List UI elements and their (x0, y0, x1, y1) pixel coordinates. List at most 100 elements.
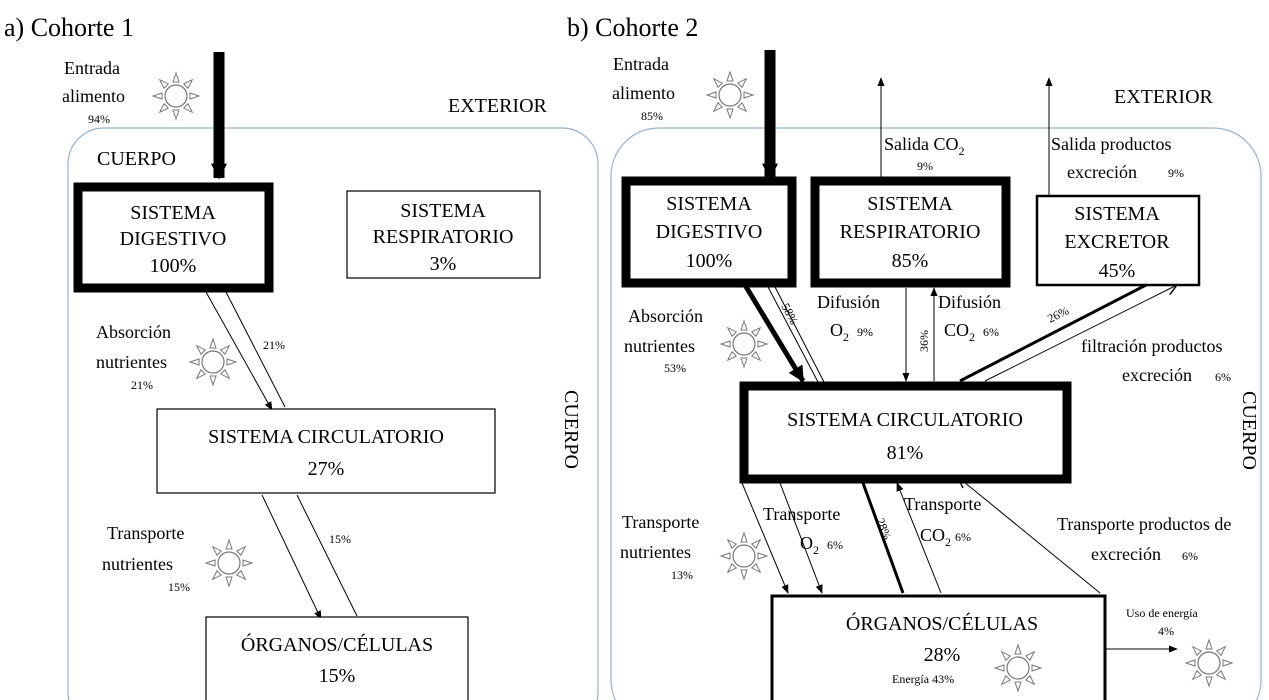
absorcion-line2: nutrientes (624, 336, 695, 356)
cuerpo-side-label: CUERPO (560, 390, 582, 469)
panel-b-label: b) Cohorte 2 (567, 13, 698, 42)
digestivo-rect (621, 176, 797, 288)
filtracion-line1: filtración productos (1081, 336, 1222, 356)
transporte-nutrientes-arrow (741, 482, 789, 594)
salida-co2-line1: Salida CO2 (884, 134, 965, 158)
organos-thick-arrow (861, 482, 905, 594)
organos-box: ÓRGANOS/CÉLULAS 28% Energía 43% (770, 594, 1107, 700)
transporte-line1: Transporte (107, 523, 184, 543)
circulatorio-line1: SISTEMA CIRCULATORIO (787, 409, 1023, 431)
sun-icon (720, 532, 768, 580)
uso-energia-line1: Uso de energía (1126, 606, 1198, 620)
respiratorio-box: SISTEMA RESPIRATORIO 85% (810, 176, 1011, 288)
circulatorio-line1: SISTEMA CIRCULATORIO (208, 426, 444, 448)
transporte-o2-arrow (779, 482, 823, 594)
absorcion-pct: 53% (664, 361, 686, 375)
digestivo-pct: 100% (686, 250, 733, 272)
digestivo-line1: SISTEMA (666, 193, 752, 215)
digestivo-line2: DIGESTIVO (656, 221, 763, 243)
uso-energia-label: Uso de energía 4% (1126, 606, 1233, 687)
body-boundary (610, 127, 1262, 700)
salida-productos-label: Salida productos excreción 9% (1051, 134, 1184, 182)
transporte-productos-line1: Transporte productos de (1057, 514, 1231, 534)
absorcion-return-line (766, 284, 819, 383)
salida-productos-pct: 9% (1168, 166, 1184, 180)
respiratorio-pct: 3% (430, 253, 457, 275)
transporte-o2-line1: Transporte (763, 504, 840, 524)
absorcion-line2: nutrientes (96, 352, 167, 372)
salida-co2-pct: 9% (917, 159, 933, 173)
organos-line1: ÓRGANOS/CÉLULAS (846, 611, 1038, 635)
cuerpo-top-label: CUERPO (97, 148, 176, 170)
absorcion-line1: Absorción (628, 306, 703, 326)
sun-icon (152, 72, 200, 120)
sun-icon (720, 320, 768, 368)
circulatorio-pct: 27% (308, 458, 345, 480)
body-boundary (67, 127, 599, 700)
excretor-pct: 45% (1099, 260, 1136, 282)
transporte-line2: nutrientes (102, 554, 173, 574)
circulatorio-box: SISTEMA CIRCULATORIO 27% (156, 408, 496, 494)
sun-icon (994, 644, 1042, 692)
transporte-co2-arrow (896, 482, 942, 594)
uso-energia-pct: 4% (1158, 624, 1174, 638)
transporte-productos-pct: 6% (1182, 549, 1198, 563)
excretor-box: SISTEMA EXCRETOR 45% (1035, 194, 1201, 287)
absorcion-return-line (225, 291, 286, 408)
difusion-co2-line1: Difusión (938, 292, 1001, 312)
sun-icon (1185, 639, 1233, 687)
excretor-rect (1035, 194, 1201, 287)
transporte-co2-line1: Transporte (904, 494, 981, 514)
absorcion-label: Absorción nutrientes 53% (624, 306, 768, 375)
entrada-pct: 94% (88, 112, 110, 126)
absorcion-arrow (742, 283, 806, 383)
respiratorio-arrow-pct: 36% (917, 330, 931, 352)
absorcion-label: Absorción nutrientes 21% (96, 322, 237, 392)
digestivo-box: SISTEMA DIGESTIVO 100% (73, 182, 274, 293)
filtracion-label: filtración productos excreción 6% (1081, 336, 1231, 385)
entrada-line1: Entrada (64, 58, 120, 78)
organos-arrow-pct: 28% (873, 516, 894, 542)
absorcion-line1: Absorción (96, 322, 171, 342)
circulatorio-box: SISTEMA CIRCULATORIO 81% (739, 381, 1072, 484)
transporte-pct: 15% (168, 580, 190, 594)
transporte-label: Transporte nutrientes 15% (102, 523, 253, 594)
digestivo-pct: 100% (150, 255, 197, 277)
excretor-thick-arrow (959, 283, 1147, 383)
digestivo-rect (73, 182, 274, 293)
excretor-arrow-pct: 26% (1045, 303, 1071, 325)
organos-line1: ÓRGANOS/CÉLULAS (241, 632, 433, 656)
exterior-label: EXTERIOR (448, 95, 548, 117)
transporte-nutrientes-line1: Transporte (622, 512, 699, 532)
sun-icon (205, 539, 253, 587)
organos-pct: 15% (319, 665, 356, 687)
respiratorio-pct: 85% (892, 250, 929, 272)
transporte-productos-arrow (958, 477, 1101, 594)
panel-b: b) Cohorte 2 EXTERIOR CUERPO Entrada ali… (567, 13, 1262, 700)
salida-productos-line1: Salida productos (1051, 134, 1171, 154)
transporte-nutrientes-label: Transporte nutrientes 13% (620, 512, 768, 582)
salida-productos-line2: excreción (1067, 162, 1137, 182)
absorcion-arrow (205, 291, 273, 411)
filtracion-arrow (984, 285, 1177, 382)
sun-icon (189, 338, 237, 386)
organos-rect (770, 594, 1107, 700)
organos-energia: Energía 43% (892, 672, 954, 686)
circulatorio-rect (739, 381, 1072, 484)
transporte-arrow (261, 494, 322, 620)
entrada-line2: alimento (62, 86, 125, 106)
transporte-nutrientes-pct: 13% (671, 568, 693, 582)
respiratorio-line1: SISTEMA (867, 193, 953, 215)
transporte-nutrientes-line2: nutrientes (620, 542, 691, 562)
panel-a-label: a) Cohorte 1 (4, 13, 134, 42)
exterior-label: EXTERIOR (1114, 86, 1214, 108)
salida-co2-label: Salida CO2 9% (884, 134, 965, 173)
